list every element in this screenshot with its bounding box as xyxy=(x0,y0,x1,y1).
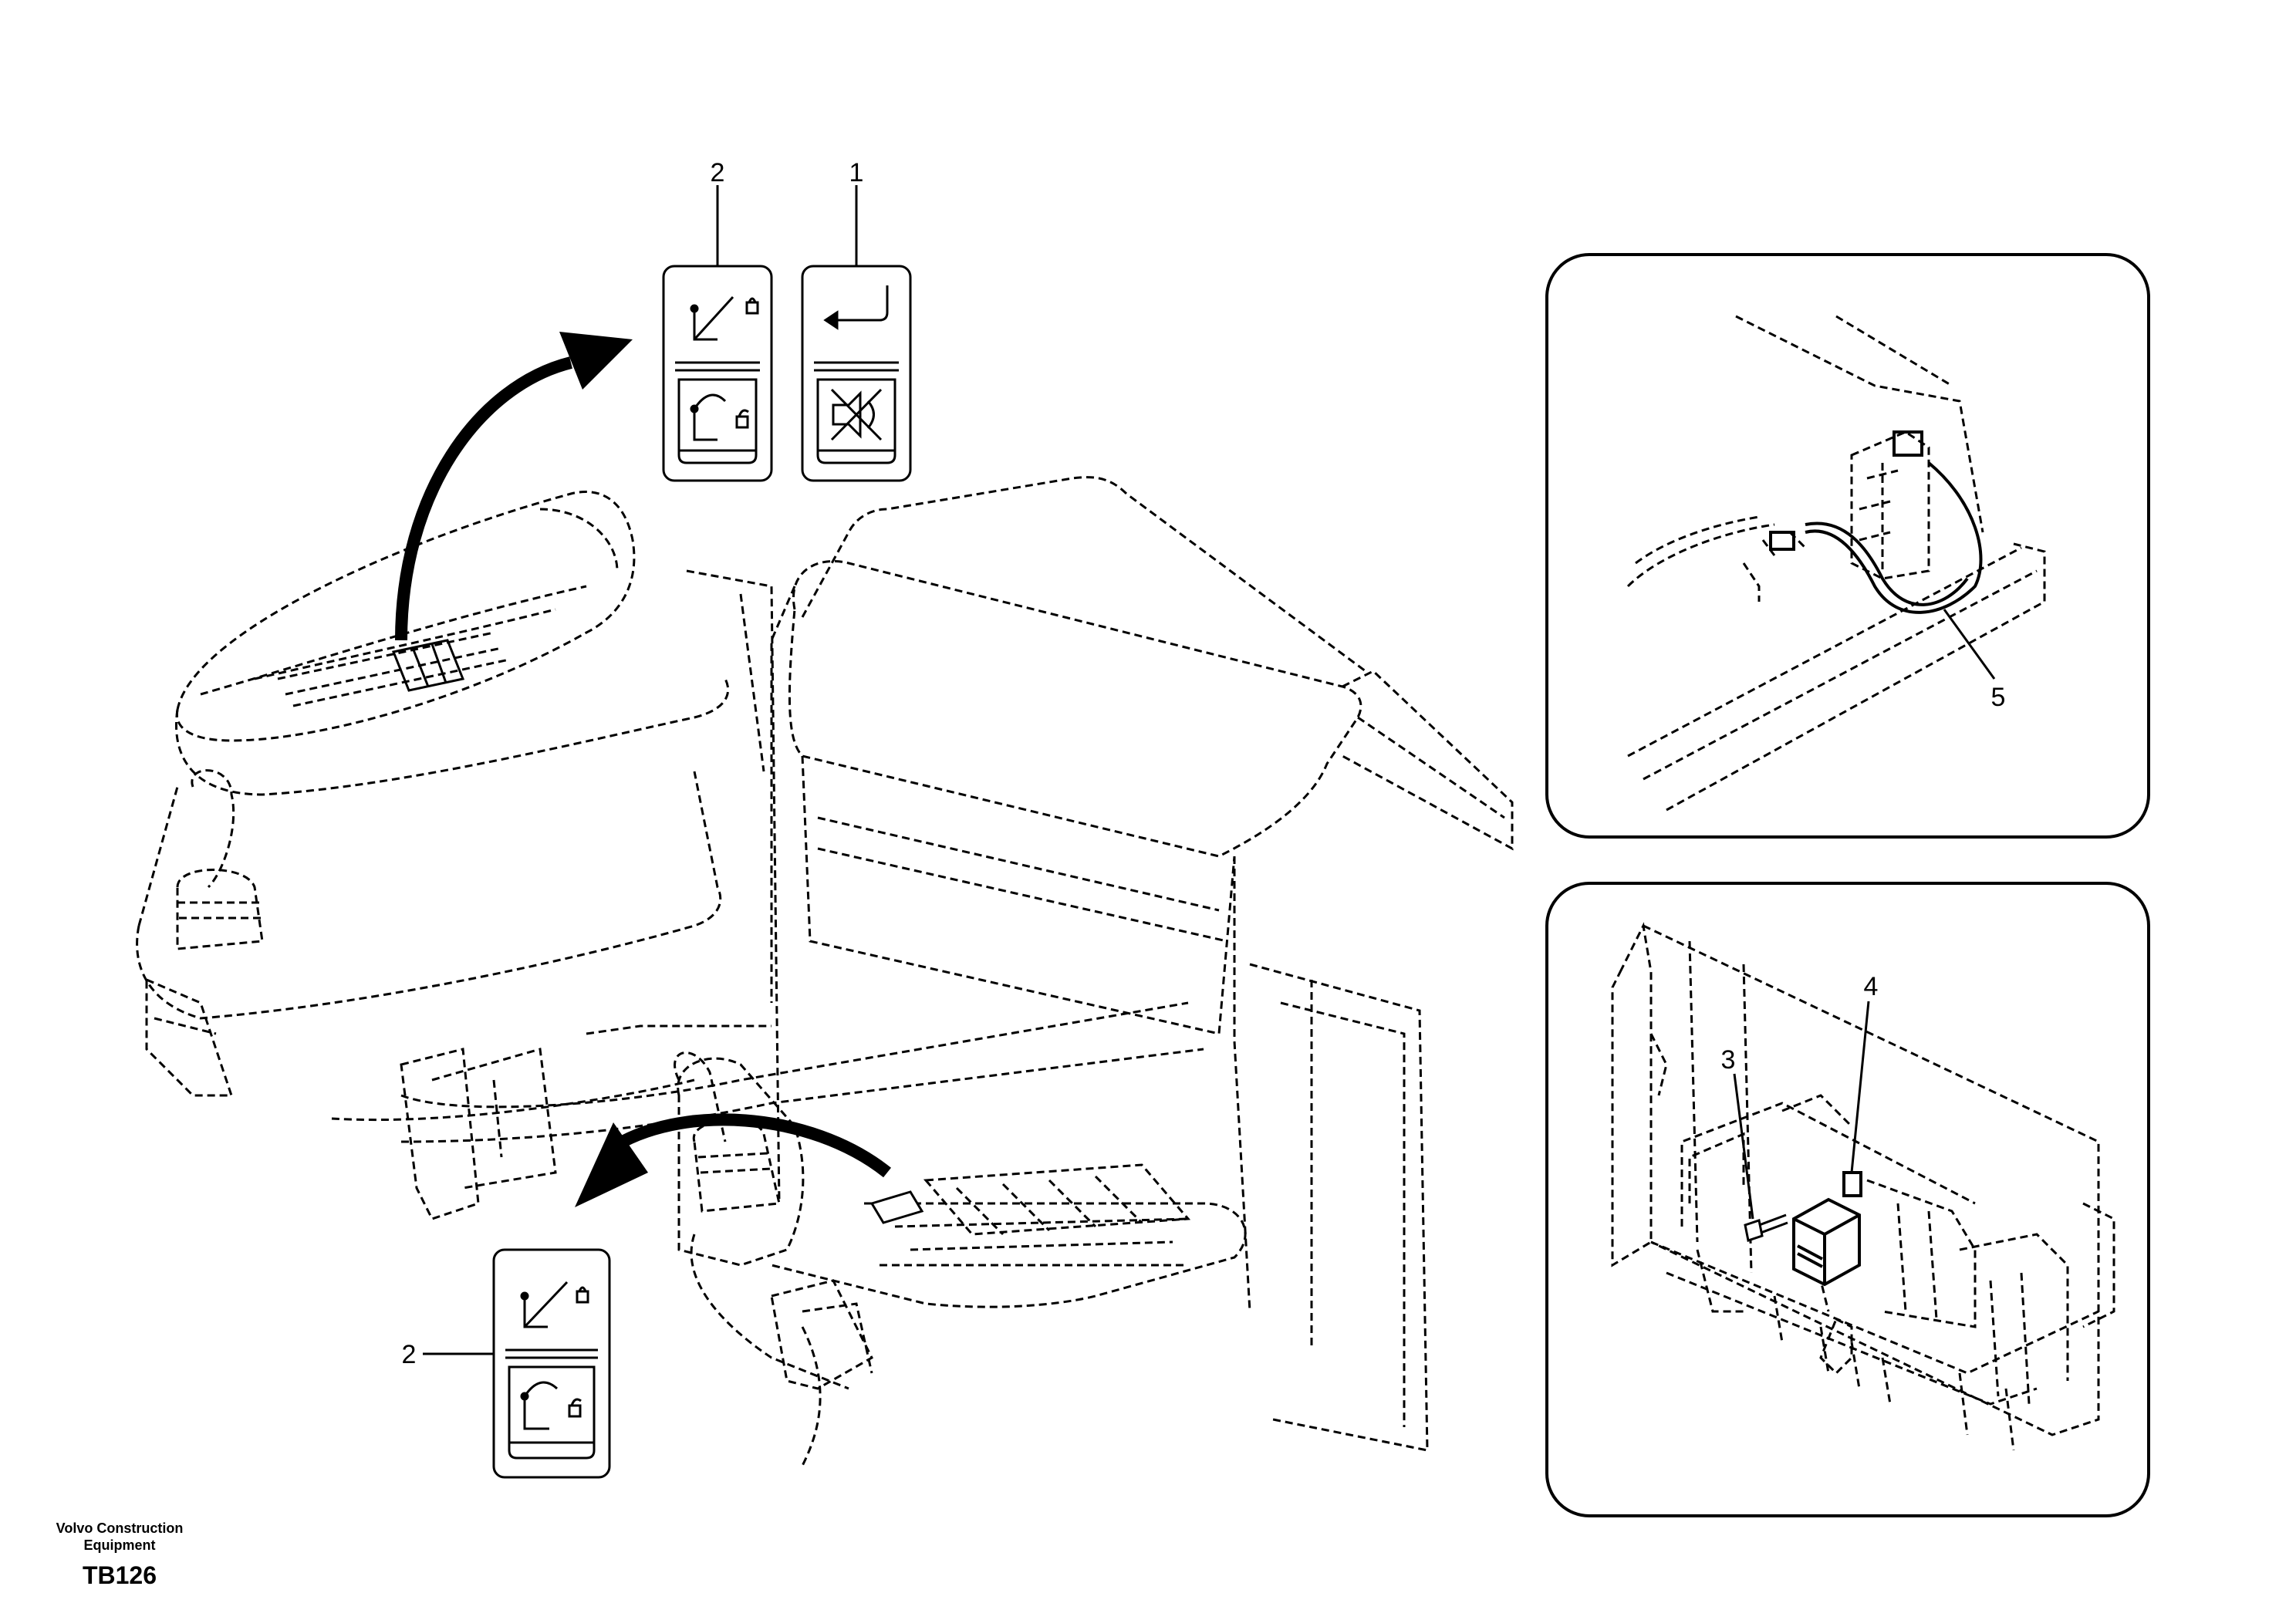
callout-label-2-bottom: 2 xyxy=(402,1340,417,1369)
switch-detail-lever-lock-bottom xyxy=(492,1248,611,1479)
unlock-lever-icon-bottom xyxy=(508,1365,596,1444)
switch-detail-return-buzzer xyxy=(801,265,912,482)
inset-buzzer-detail: 5 xyxy=(1545,253,2150,839)
inset-relay-detail: 3 4 xyxy=(1545,882,2150,1517)
highlighted-pedal-switch xyxy=(869,1190,924,1224)
callout-label-3: 3 xyxy=(1721,1045,1736,1075)
unlock-lever-icon xyxy=(677,378,758,452)
callout-1: 1 xyxy=(849,158,864,266)
company-name-line2: Equipment xyxy=(83,1537,156,1553)
relay-screw xyxy=(1744,1213,1788,1242)
callout-label-1: 1 xyxy=(849,158,864,187)
callout-2-bottom: 2 xyxy=(402,1340,494,1369)
cab-illustration xyxy=(136,476,1514,1466)
callout-label-2-top: 2 xyxy=(711,158,725,187)
title-block: Volvo Construction Equipment TB126 xyxy=(23,1520,216,1590)
return-arrow-icon xyxy=(823,285,889,330)
buzzer-mute-icon xyxy=(816,378,896,452)
callout-2-top: 2 xyxy=(711,158,725,266)
arrow-to-bottom-switch xyxy=(575,1113,891,1207)
relay-component xyxy=(1792,1171,1862,1287)
switch-detail-lever-lock-top xyxy=(662,265,773,482)
company-name-line1: Volvo Construction xyxy=(56,1520,184,1536)
lock-lever-icon-bottom xyxy=(520,1281,589,1328)
callout-label-4: 4 xyxy=(1864,972,1879,1001)
lock-lever-icon xyxy=(690,295,759,341)
drawing-code: TB126 xyxy=(82,1561,157,1589)
arrow-to-top-switches xyxy=(395,332,633,641)
callout-label-5: 5 xyxy=(1991,683,2006,712)
highlighted-console-switch xyxy=(391,639,465,692)
